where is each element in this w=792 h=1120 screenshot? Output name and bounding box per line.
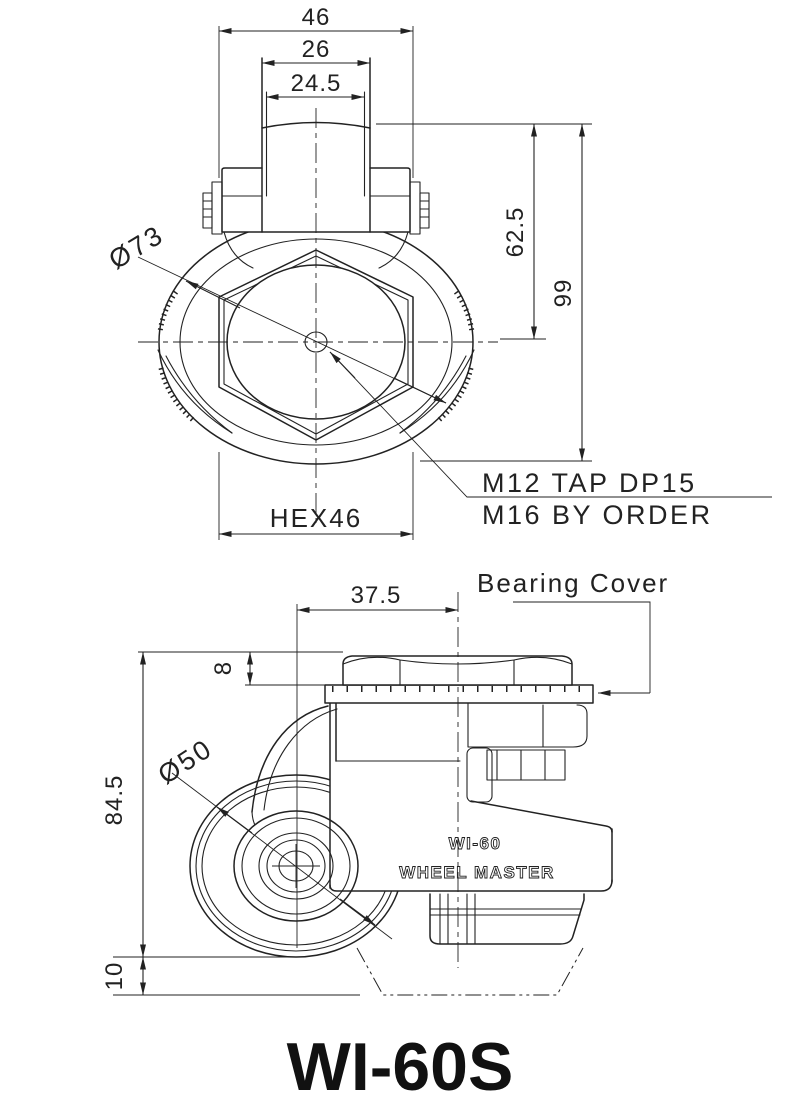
dimension-84-5: 84.5: [101, 652, 360, 996]
drawing-title: WI-60S: [287, 1029, 514, 1105]
dimension-46: 46: [218, 4, 414, 178]
bearing-cover-callout: Bearing Cover: [477, 568, 669, 696]
tap-note-line2: M16 BY ORDER: [482, 500, 713, 530]
lowered-position-phantom: [356, 947, 584, 996]
stem: [261, 57, 371, 233]
adjustment-nut: [342, 655, 573, 686]
dimension-26: 26: [262, 36, 370, 66]
dimension-99: 99: [550, 124, 585, 461]
dim-10-label: 10: [101, 962, 128, 991]
dimension-24-5: 24.5: [266, 70, 364, 100]
housing: [329, 702, 613, 892]
dim-37-5-label: 37.5: [351, 582, 402, 609]
brand-name-text: WHEEL MASTER: [399, 863, 555, 882]
dim-hex46-label: HEX46: [270, 503, 362, 533]
dim-46-label: 46: [302, 4, 331, 31]
tap-note-line1: M12 TAP DP15: [482, 468, 697, 498]
bearing-cover-plate: [324, 684, 594, 704]
knurl-texture: [157, 290, 475, 422]
dim-99-label: 99: [550, 279, 577, 308]
tap-note-leader: M12 TAP DP15 M16 BY ORDER: [329, 351, 772, 530]
dim-24-5-label: 24.5: [291, 70, 342, 97]
dim-8-label: 8: [210, 661, 237, 675]
dim-84-5-label: 84.5: [101, 775, 128, 826]
dimension-37-5: 37.5: [297, 582, 458, 613]
dimension-8: 8: [138, 651, 343, 686]
pivot-ears: [202, 181, 430, 235]
bearing-cover-label: Bearing Cover: [477, 568, 669, 598]
dimension-10: 10: [101, 957, 146, 995]
foot-pad: [429, 893, 585, 945]
dim-62-5-label: 62.5: [502, 207, 529, 258]
brand-model-text: WI-60: [449, 834, 502, 853]
bearing-stack: [466, 702, 588, 803]
top-view: 46 26 24.5 62.5 99 Ø73: [104, 4, 772, 540]
dimension-62-5: 62.5: [376, 123, 592, 462]
dim-dia50-label: Ø50: [153, 733, 218, 790]
dim-26-label: 26: [302, 36, 331, 63]
dimension-hex46: HEX46: [218, 452, 414, 540]
side-view: WI-60 WHEEL MASTER 37.5 8 84.5 10: [101, 568, 669, 996]
